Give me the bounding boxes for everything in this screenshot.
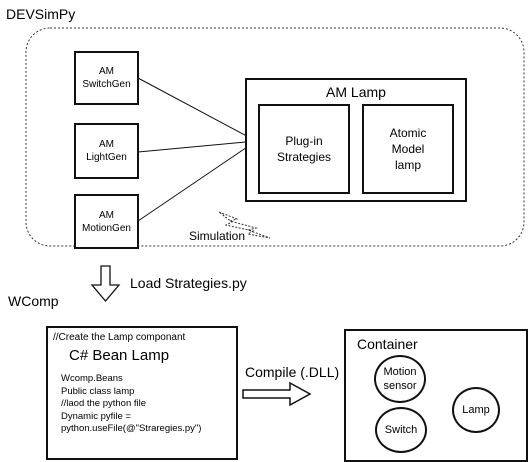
arrow-switchgen-to-lamp <box>137 77 257 142</box>
motiongen-prefix: AM <box>99 209 114 221</box>
am-lamp-title: AM Lamp <box>326 84 386 100</box>
lightgen-name: LightGen <box>86 152 127 163</box>
container-title: Container <box>357 336 418 352</box>
load-down-arrow-icon <box>90 265 121 303</box>
code-line: Wcomp.Beans <box>61 373 123 384</box>
switch-node[interactable]: Switch <box>375 407 427 453</box>
motion-line-2: sensor <box>383 380 417 392</box>
compile-label: Compile (.DLL) <box>245 364 340 380</box>
lightning-bolt-icon <box>218 211 271 239</box>
lamp-node[interactable]: Lamp <box>452 387 500 433</box>
plugin-line-2: Strategies <box>276 150 332 164</box>
code-line: Public class lamp <box>61 385 135 397</box>
am-switchgen-box[interactable]: AM SwitchGen <box>74 51 139 105</box>
arrow-motiongen-to-lamp <box>137 140 257 222</box>
lamp-label: Lamp <box>462 404 490 416</box>
switchgen-prefix: AM <box>99 66 114 77</box>
plugin-line-1: Plug-in <box>285 134 323 148</box>
code-comment: //Create the Lamp componant <box>53 332 186 343</box>
am-motiongen-box[interactable]: AM MotionGen <box>74 194 139 249</box>
atomic-line-2: Model <box>391 142 425 156</box>
atomic-line-1: Atomic <box>389 126 427 140</box>
wcomp-title: WComp <box>8 293 59 309</box>
code-line: //laod the python file <box>61 398 147 409</box>
bean-heading: C# Bean Lamp <box>69 347 170 364</box>
motiongen-name: MotionGen <box>82 222 131 234</box>
compile-right-arrow-icon <box>242 381 312 407</box>
atomic-model-box[interactable]: Atomic Model lamp <box>362 104 454 194</box>
switch-label: Switch <box>384 424 418 436</box>
container-box[interactable] <box>344 329 528 462</box>
devsimpy-title: DEVSimPy <box>6 6 76 22</box>
load-strategies-label: Load Strategies.py <box>130 275 247 291</box>
code-lines: Wcomp.Beans Public class lamp //laod the… <box>61 373 201 436</box>
arrow-lightgen-to-lamp <box>137 140 257 153</box>
am-lightgen-box[interactable]: AM LightGen <box>74 123 139 179</box>
plugin-strategies-box[interactable]: Plug-in Strategies <box>258 104 350 194</box>
atomic-line-3: lamp <box>394 158 421 172</box>
csharp-bean-box[interactable] <box>46 326 238 460</box>
lightgen-prefix: AM <box>99 139 114 150</box>
code-line: Dynamic pyfile = <box>61 410 131 422</box>
simulation-label: Simulation <box>189 229 246 243</box>
devsimpy-region <box>25 27 525 247</box>
switchgen-name: SwitchGen <box>82 79 131 90</box>
motion-sensor-node[interactable]: Motion sensor <box>374 355 426 403</box>
motion-line-1: Motion <box>383 366 417 378</box>
code-line: python.useFile(@"Straregies.py") <box>61 423 202 434</box>
